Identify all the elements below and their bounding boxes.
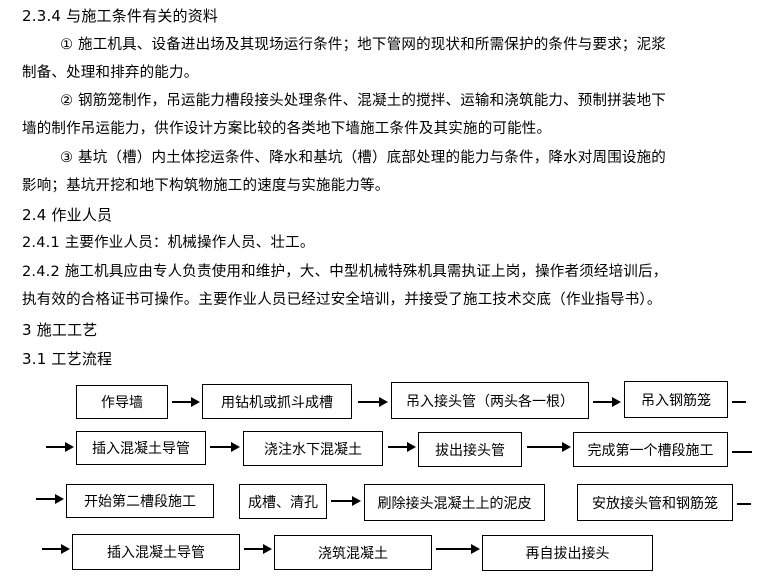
flow-arrow xyxy=(172,397,200,407)
flow-box-start-second-panel: 开始第二槽段施工 xyxy=(66,484,214,518)
section-3-heading: 3 施工工艺 xyxy=(22,321,98,339)
flow-box-trenching: 用钻机或抓斗成槽 xyxy=(202,384,352,419)
flow-box-lift-rebar-cage: 吊入钢筋笼 xyxy=(624,381,728,418)
flow-box-guide-wall: 作导墙 xyxy=(76,385,168,419)
flow-box-insert-tremie-2: 插入混凝土导管 xyxy=(72,534,240,570)
flow-box-pour-concrete: 浇筑混凝土 xyxy=(274,535,432,570)
flow-arrow xyxy=(331,496,361,506)
flow-arrow xyxy=(46,442,74,452)
flow-arrow xyxy=(244,544,272,554)
section-2-4-1: 2.4.1 主要作业人员：机械操作人员、壮工。 xyxy=(22,235,315,251)
item-3-line-1: ③ 基坑（槽）内土体挖运条件、降水和基坑（槽）底部处理的能力与条件，降水对周围设… xyxy=(60,150,667,166)
flow-box-pull-joint-again: 再自拔出接头 xyxy=(482,535,653,571)
flow-box-trench-clean: 成槽、清孔 xyxy=(239,484,327,519)
flow-box-pour-underwater-concrete: 浇注水下混凝土 xyxy=(243,431,383,466)
section-3-1-heading: 3.1 工艺流程 xyxy=(22,350,113,368)
flow-arrow xyxy=(593,397,621,407)
flow-arrow xyxy=(36,494,64,504)
flow-arrow xyxy=(210,442,240,452)
flow-arrow xyxy=(42,544,70,554)
section-2-4-heading: 2.4 作业人员 xyxy=(22,206,113,224)
section-2-3-4-heading: 2.3.4 与施工条件有关的资料 xyxy=(22,7,219,25)
flow-box-first-panel-complete: 完成第一个槽段施工 xyxy=(573,432,728,467)
item-1-line-2: 制备、处理和排弃的能力。 xyxy=(22,65,199,81)
flow-box-lift-joint-pipe: 吊入接头管（两头各一根） xyxy=(391,382,589,419)
flow-arrow xyxy=(358,397,388,407)
item-2-line-2: 墙的制作吊运能力，供作设计方案比较的各类地下墙施工条件及其实施的可能性。 xyxy=(22,121,552,137)
flow-box-remove-mud-skin: 刷除接头混凝土上的泥皮 xyxy=(364,484,545,521)
flow-arrow xyxy=(388,442,416,452)
flow-box-pull-joint-pipe: 拔出接头管 xyxy=(418,432,522,467)
section-2-4-2-line-2: 执有效的合格证书可操作。主要作业人员已经过安全培训，并接受了施工技术交底（作业指… xyxy=(22,292,662,308)
flow-connector-line xyxy=(732,401,746,403)
item-2-line-1: ② 钢筋笼制作，吊运能力槽段接头处理条件、混凝土的搅拌、运输和浇筑能力、预制拼装… xyxy=(60,93,667,109)
flow-box-insert-tremie: 插入混凝土导管 xyxy=(76,431,206,465)
flow-connector-line xyxy=(737,503,751,505)
flow-box-place-joint-pipe-and-cage: 安放接头管和钢筋笼 xyxy=(577,484,733,521)
item-3-line-2: 影响；基坑开挖和地下构筑物施工的速度与实施能力等。 xyxy=(22,178,390,194)
item-1-line-1: ① 施工机具、设备进出场及其现场运行条件；地下管网的现状和所需保护的条件与要求；… xyxy=(60,37,667,53)
flow-arrow xyxy=(436,544,480,554)
flow-arrow xyxy=(527,442,571,452)
flow-connector-line xyxy=(732,451,752,453)
section-2-4-2-line-1: 2.4.2 施工机具应由专人负责使用和维护，大、中型机械特殊机具需执证上岗，操作… xyxy=(22,264,668,280)
